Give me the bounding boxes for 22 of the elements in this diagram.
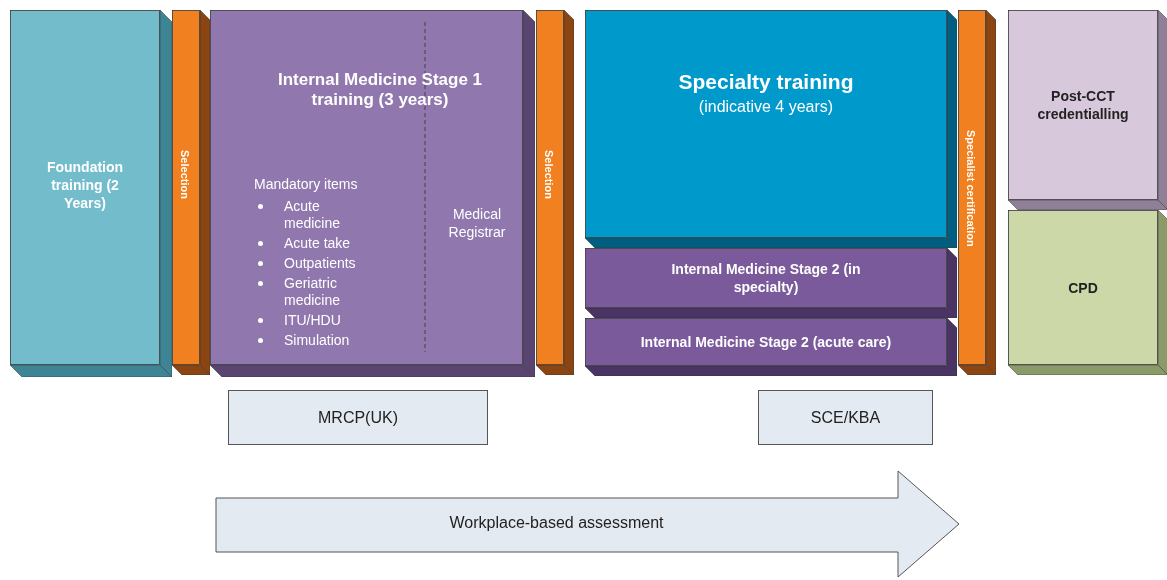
block-label: Internal Medicine Stage 2 (acute care) xyxy=(639,333,893,351)
rotated-label: Specialist certification xyxy=(965,130,977,247)
list-item: Acute take xyxy=(284,235,352,252)
block-label: Medical Registrar xyxy=(447,205,507,241)
block-heading: Specialty training xyxy=(677,70,855,94)
list-item: Simulation xyxy=(284,332,351,349)
list-item: Outpatients xyxy=(284,255,357,272)
list-item: Geriatric medicine xyxy=(284,275,342,309)
block-subheading: (indicative 4 years) xyxy=(697,98,835,116)
block-label: CPD xyxy=(1067,278,1099,297)
box-label: MRCP(UK) xyxy=(317,409,399,427)
block-heading: Internal Medicine Stage 1 training (3 years) xyxy=(276,70,484,110)
list-heading: Mandatory items xyxy=(254,176,358,192)
rotated-label: Selection xyxy=(179,150,191,199)
block-label: Post-CCT credentialling xyxy=(1036,87,1130,123)
block-label: Foundation training (2 Years) xyxy=(45,158,125,212)
box-label: Workplace-based assessment xyxy=(448,514,665,532)
list-item: Acute medicine xyxy=(284,198,342,232)
rotated-label: Selection xyxy=(543,150,555,199)
block-label: Internal Medicine Stage 2 (in specialty) xyxy=(670,260,862,296)
list-item: ITU/HDU xyxy=(284,312,342,329)
box-label: SCE/KBA xyxy=(809,409,882,427)
